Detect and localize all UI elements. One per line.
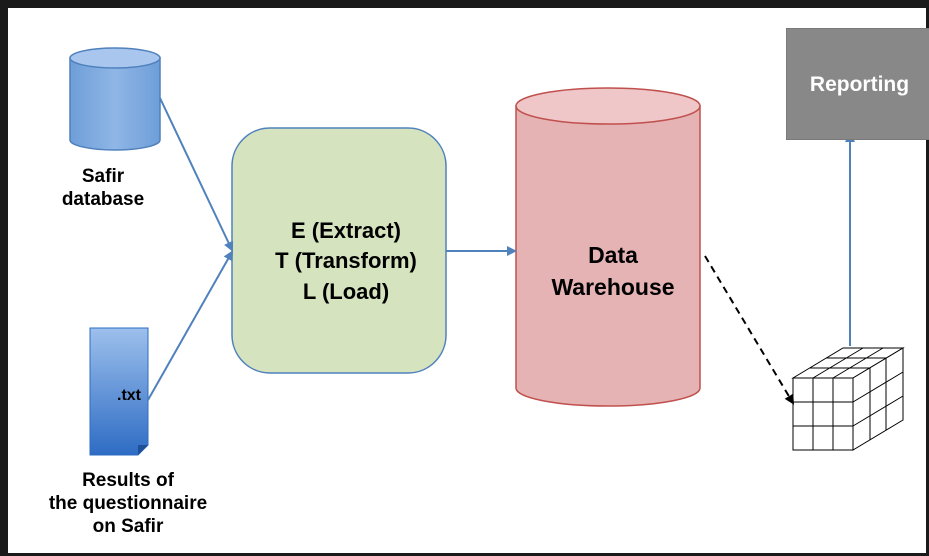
arrow-database-to-etl [159,97,234,252]
warehouse-cylinder-icon [515,87,701,407]
warehouse-label-line2: Warehouse [551,273,675,300]
file-label-line1: Results of [82,470,174,491]
file-label: Results of the questionnaire on Safir [8,470,248,538]
file-extension: .txt [117,387,141,404]
arrow-file-to-etl [147,250,233,401]
etl-extract: E (Extract) [290,218,402,243]
olap-cube-icon [791,347,905,451]
etl-label: E (Extract) T (Transform) L (Load) [246,216,446,307]
reporting-box: Reporting [786,28,929,140]
database-label: Safir database [38,166,168,212]
etl-transform: T (Transform) [275,248,417,274]
arrow-warehouse-to-cube [704,255,795,405]
etl-load: L (Load) [302,278,390,304]
warehouse-label-line1: Data [588,242,638,268]
database-cylinder-icon [69,47,161,151]
file-label-line3: on Safir [92,515,164,537]
warehouse-label: Data Warehouse [523,240,703,303]
file-label-line2: the questionnaire [48,492,208,514]
text-file-icon [89,327,149,456]
diagram-svg [69,47,905,456]
reporting-label: Reporting [809,73,910,96]
database-label-line1: Safir [81,166,125,187]
database-label-line2: database [61,188,145,210]
diagram-canvas: Safir database .txt Results of the quest… [8,8,929,553]
